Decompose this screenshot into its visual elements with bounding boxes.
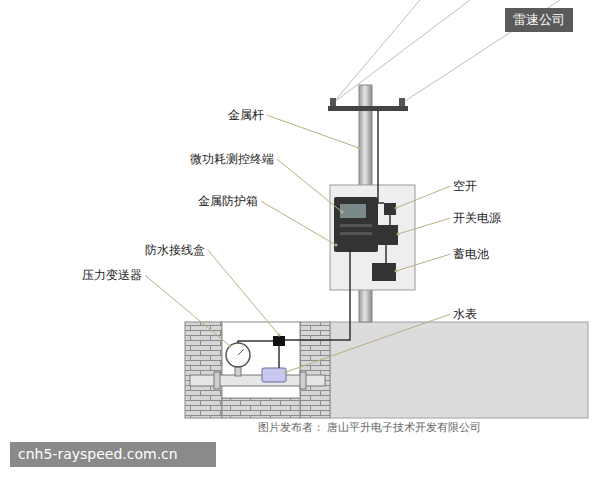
- part-label: 开关电源: [453, 211, 501, 225]
- power-supply: [376, 225, 398, 245]
- watermark-badge: 雷速公司: [505, 8, 573, 32]
- brick-pit: [185, 322, 330, 418]
- leader-line: [267, 115, 359, 148]
- leader-line: [145, 275, 230, 346]
- crossarm: [328, 98, 408, 111]
- leader-dot: [397, 233, 400, 236]
- leader-dot: [395, 207, 398, 210]
- leader-line: [398, 218, 450, 234]
- leader-line: [286, 314, 450, 372]
- battery: [372, 263, 396, 281]
- leader-line: [396, 254, 450, 271]
- part-label: 防水接线盒: [145, 243, 205, 257]
- part-label: 水表: [453, 307, 477, 321]
- leader-line: [261, 201, 336, 245]
- water-meter: [262, 368, 286, 382]
- leader-dot: [358, 147, 361, 150]
- part-label: 金属杆: [228, 108, 264, 122]
- part-label: 空开: [453, 179, 477, 193]
- leader-line: [208, 250, 279, 335]
- leader-line: [277, 159, 342, 212]
- cables: [238, 110, 390, 368]
- leader-dot: [395, 270, 398, 273]
- leader-dot: [335, 244, 338, 247]
- watermark-url: cnh5-rayspeed.com.cn: [10, 442, 216, 467]
- part-label: 金属防护箱: [198, 194, 258, 208]
- water-pipe: [190, 372, 325, 389]
- junction-box: [273, 336, 285, 346]
- part-label: 蓄电池: [453, 247, 489, 261]
- part-label: 压力变送器: [82, 268, 142, 282]
- publisher-note: 图片发布者： 唐山平升电子技术开发有限公司: [258, 421, 482, 434]
- ground: [330, 322, 588, 418]
- leader-dot: [341, 211, 344, 214]
- pressure-gauge: [226, 343, 250, 376]
- leader-line: [396, 186, 450, 208]
- protective-box: [330, 185, 415, 290]
- leader-dot: [278, 334, 281, 337]
- leader-dot: [285, 371, 288, 374]
- leader-dot: [229, 345, 232, 348]
- part-label: 微功耗测控终端: [190, 152, 274, 166]
- terminal-device: [334, 197, 378, 252]
- air-switch: [384, 203, 396, 215]
